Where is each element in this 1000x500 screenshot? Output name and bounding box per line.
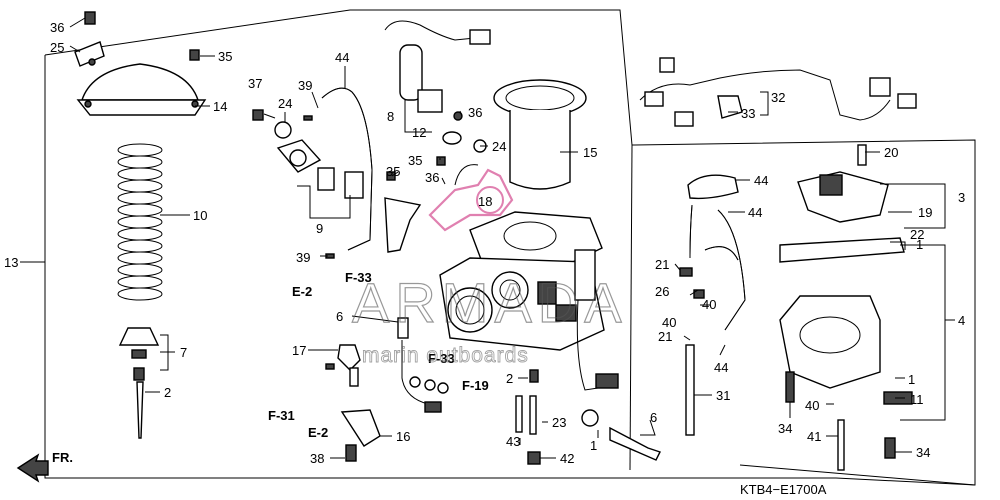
part-label: 16 bbox=[396, 429, 410, 444]
part-label: 20 bbox=[884, 145, 898, 160]
reference-callout: F-33 bbox=[428, 351, 455, 366]
part-labels: 36 25 35 14 10 13 7 2 37 39 44 24 9 35 3… bbox=[4, 20, 965, 466]
part-label: 43 bbox=[506, 434, 520, 449]
part-label: 19 bbox=[918, 205, 932, 220]
reference-callout: F-31 bbox=[268, 408, 295, 423]
part-label: 3 bbox=[958, 190, 965, 205]
part-label: 7 bbox=[180, 345, 187, 360]
needle-holder bbox=[118, 327, 160, 439]
part-label: 11 bbox=[910, 392, 924, 407]
part-label: 44 bbox=[754, 173, 768, 188]
part-label: 1 bbox=[916, 237, 923, 252]
part-label: 21 bbox=[658, 329, 672, 344]
part-label: 31 bbox=[716, 388, 730, 403]
part-label: 14 bbox=[213, 99, 227, 114]
part-label: 24 bbox=[278, 96, 292, 111]
carburetor-body bbox=[439, 211, 619, 391]
front-direction-arrow: FR. bbox=[16, 450, 73, 483]
part-label: 9 bbox=[316, 221, 323, 236]
highlighted-part-18 bbox=[428, 168, 514, 232]
part-label: 34 bbox=[778, 421, 792, 436]
part-label-highlighted: 18 bbox=[478, 194, 492, 209]
part-label: 23 bbox=[552, 415, 566, 430]
highlight-shape bbox=[428, 168, 514, 232]
diagram-code: KTB4−E1700A bbox=[740, 482, 827, 497]
part-label: 36 bbox=[50, 20, 64, 35]
reference-callout: F-33 bbox=[345, 270, 372, 285]
watermark: ARMADA marin outboards bbox=[351, 270, 628, 367]
part-label: 1 bbox=[908, 372, 915, 387]
part-label: 25 bbox=[50, 40, 64, 55]
part-label: 13 bbox=[4, 255, 18, 270]
watermark-title: ARMADA bbox=[352, 271, 628, 334]
part-label: 44 bbox=[335, 50, 349, 65]
part-label: 36 bbox=[425, 170, 439, 185]
part-label: 39 bbox=[298, 78, 312, 93]
part-label: 17 bbox=[292, 343, 306, 358]
part-label: 2 bbox=[164, 385, 171, 400]
choke-parts bbox=[252, 87, 422, 259]
part-label: 36 bbox=[468, 105, 482, 120]
part-label: 4 bbox=[958, 313, 965, 328]
part-label: 24 bbox=[492, 139, 506, 154]
part-label: 8 bbox=[387, 109, 394, 124]
spring bbox=[117, 143, 163, 301]
part-label: 15 bbox=[583, 145, 597, 160]
reference-callout: F-19 bbox=[462, 378, 489, 393]
lower-small-parts bbox=[325, 317, 661, 465]
part-label: 35 bbox=[386, 164, 400, 179]
part-label: 10 bbox=[193, 208, 207, 223]
frame-lines bbox=[20, 9, 976, 486]
part-label: 22 bbox=[910, 227, 924, 242]
reference-callout: E-2 bbox=[308, 425, 328, 440]
part-label: 35 bbox=[218, 49, 232, 64]
part-label: 2 bbox=[506, 371, 513, 386]
part-label: 34 bbox=[916, 445, 930, 460]
part-label: 41 bbox=[807, 429, 821, 444]
part-label: 6 bbox=[336, 309, 343, 324]
highlight-ring bbox=[476, 186, 504, 214]
part-label: 38 bbox=[310, 451, 324, 466]
part-label: 21 bbox=[655, 257, 669, 272]
part-label: 42 bbox=[560, 451, 574, 466]
wiring-harness bbox=[639, 57, 917, 127]
float-chamber-assembly bbox=[679, 144, 913, 471]
part-label: 40 bbox=[662, 315, 676, 330]
part-label: 33 bbox=[741, 106, 755, 121]
part-label: 39 bbox=[296, 250, 310, 265]
leader-lines bbox=[69, 17, 955, 459]
part-label: 26 bbox=[655, 284, 669, 299]
top-cover-assembly bbox=[74, 11, 207, 116]
part-label: 37 bbox=[248, 76, 262, 91]
reference-callout: E-2 bbox=[292, 284, 312, 299]
part-label: 32 bbox=[771, 90, 785, 105]
part-label: 40 bbox=[702, 297, 716, 312]
part-label: 44 bbox=[748, 205, 762, 220]
part-label: 12 bbox=[412, 125, 426, 140]
part-label: 35 bbox=[408, 153, 422, 168]
vacuum-piston-assembly bbox=[384, 20, 587, 190]
part-label: 1 bbox=[590, 438, 597, 453]
part-label: 6 bbox=[650, 410, 657, 425]
front-marker-label: FR. bbox=[52, 450, 73, 465]
part-label: 40 bbox=[805, 398, 819, 413]
watermark-subtitle: marin outboards bbox=[362, 344, 529, 367]
part-label: 44 bbox=[714, 360, 728, 375]
reference-callouts: E-2 F-33 F-33 F-19 F-31 E-2 bbox=[268, 270, 489, 440]
